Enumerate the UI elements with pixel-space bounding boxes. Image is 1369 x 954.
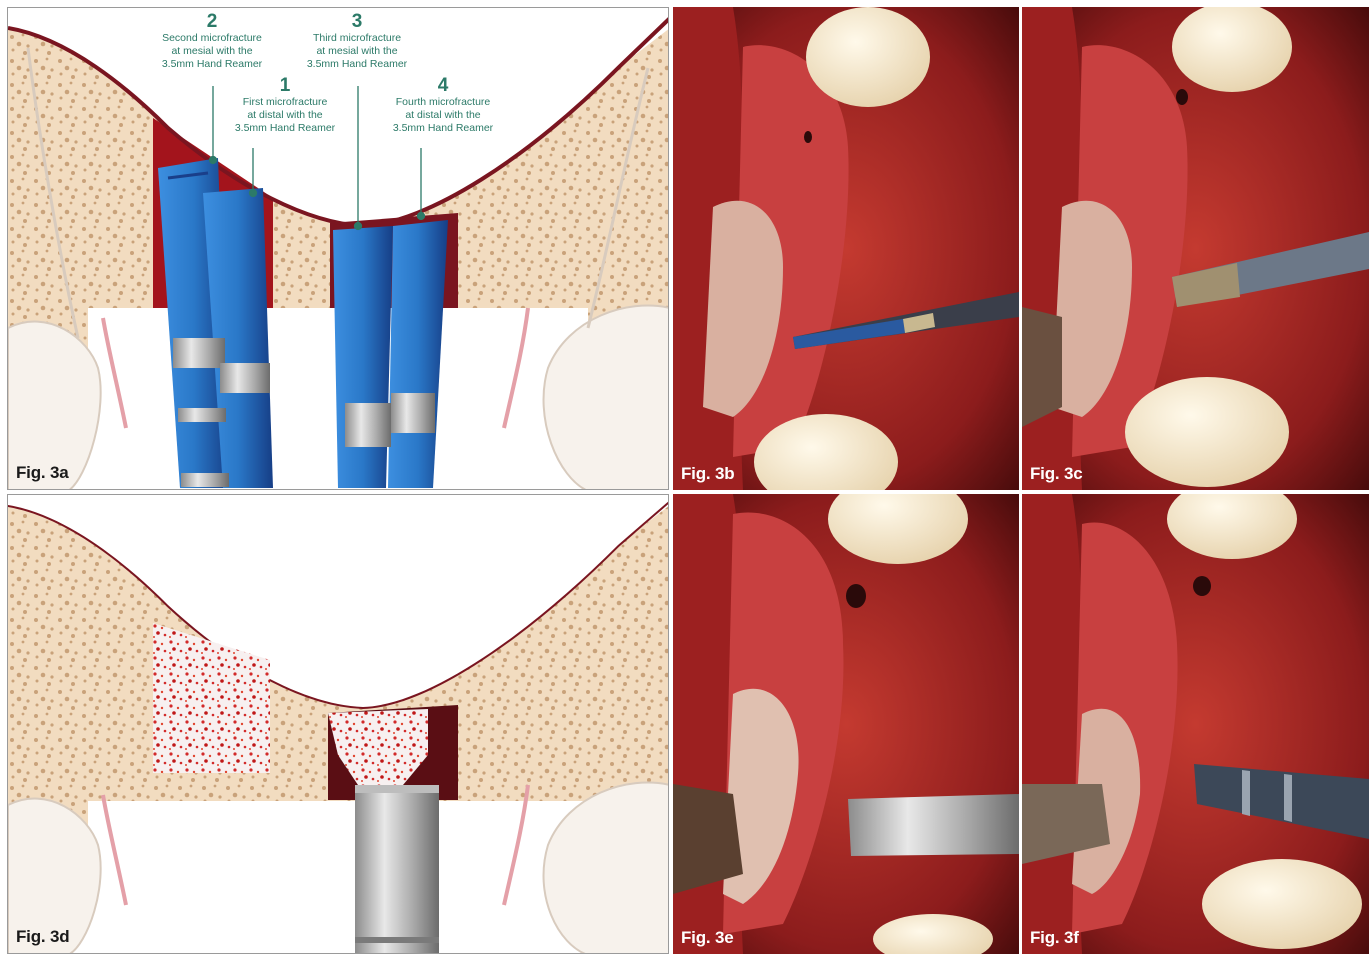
- callout-3-line2: at mesial with the: [292, 45, 422, 58]
- figure-3d-label: Fig. 3d: [16, 927, 69, 947]
- callout-2-line1: Second microfracture: [147, 32, 277, 45]
- callout-3-line1: Third microfracture: [292, 32, 422, 45]
- callout-1-line2: at distal with the: [220, 109, 350, 122]
- callout-4-line2: at distal with the: [378, 109, 508, 122]
- figure-3b-photo: [673, 7, 1019, 490]
- figure-3f-panel: Fig. 3f: [1022, 494, 1369, 954]
- figure-3d-panel: Fig. 3d: [7, 494, 669, 954]
- figure-3c-label: Fig. 3c: [1030, 464, 1082, 484]
- callout-4-number: 4: [378, 76, 508, 96]
- callout-3: 3 Third microfracture at mesial with the…: [292, 12, 422, 71]
- callout-3-line3: 3.5mm Hand Reamer: [292, 58, 422, 71]
- callout-3-number: 3: [292, 12, 422, 32]
- callout-2-line2: at mesial with the: [147, 45, 277, 58]
- figure-3e-panel: Fig. 3e: [673, 494, 1019, 954]
- callout-1: 1 First microfracture at distal with the…: [220, 76, 350, 135]
- callout-2-number: 2: [147, 12, 277, 32]
- callout-1-line3: 3.5mm Hand Reamer: [220, 122, 350, 135]
- callout-4-line3: 3.5mm Hand Reamer: [378, 122, 508, 135]
- figure-3f-label: Fig. 3f: [1030, 928, 1079, 948]
- figure-3e-photo: [673, 494, 1019, 954]
- callout-4-line1: Fourth microfracture: [378, 96, 508, 109]
- callout-4: 4 Fourth microfracture at distal with th…: [378, 76, 508, 135]
- callout-2: 2 Second microfracture at mesial with th…: [147, 12, 277, 71]
- figure-3c-panel: Fig. 3c: [1022, 7, 1369, 490]
- figure-3e-label: Fig. 3e: [681, 928, 733, 948]
- figure-3a-label: Fig. 3a: [16, 463, 68, 483]
- callout-1-line1: First microfracture: [220, 96, 350, 109]
- figure-3c-photo: [1022, 7, 1369, 490]
- figure-3a-panel: 2 Second microfracture at mesial with th…: [7, 7, 669, 490]
- callout-1-number: 1: [220, 76, 350, 96]
- callout-2-line3: 3.5mm Hand Reamer: [147, 58, 277, 71]
- figure-3b-label: Fig. 3b: [681, 464, 734, 484]
- figure-3b-panel: Fig. 3b: [673, 7, 1019, 490]
- figure-3d-illustration: [8, 495, 669, 954]
- figure-3f-photo: [1022, 494, 1369, 954]
